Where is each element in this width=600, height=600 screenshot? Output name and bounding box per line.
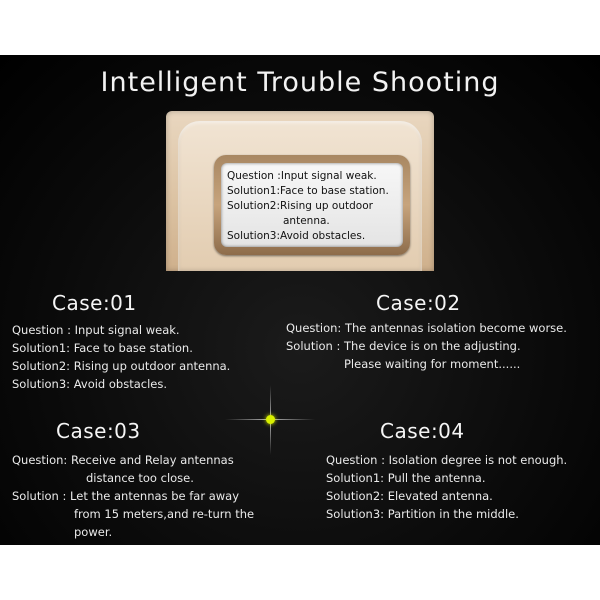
screen-line: Question : Input signal weak. [227, 169, 389, 184]
case-02-title: Case:02 [376, 291, 461, 315]
case-line: Solution2: Rising up outdoor antenna. [12, 359, 231, 373]
case-line: from 15 meters,and re-turn the [74, 507, 255, 521]
case-01-text: Question : Input signal weak. Solution1:… [12, 321, 230, 393]
case-line: Question : Isolation degree is not enoug… [326, 453, 568, 467]
screen-line-label: Solution2: [227, 200, 280, 212]
case-line: Question : Input signal weak. [12, 323, 180, 337]
screen-line-label: Question : [227, 170, 281, 182]
case-line: Solution : Let the antennas be far away [12, 489, 240, 503]
screen-line: Solution3: Avoid obstacles. [227, 229, 389, 244]
screen-line-text: Rising up outdoor [280, 200, 373, 212]
case-line: Solution1: Face to base station. [12, 341, 193, 355]
case-line: Solution3: Partition in the middle. [326, 507, 519, 521]
page-title: Intelligent Trouble Shooting [100, 67, 500, 98]
case-04-title: Case:04 [380, 419, 465, 443]
case-line: Solution : The device is on the adjustin… [286, 339, 521, 353]
case-line: power. [74, 525, 113, 539]
device-screen: Question : Input signal weak. Solution1:… [221, 163, 403, 247]
screen-line: antenna. [227, 214, 389, 229]
device-illustration: Question : Input signal weak. Solution1:… [166, 111, 434, 271]
device-screen-text: Question : Input signal weak. Solution1:… [227, 169, 389, 244]
screen-line: Solution2: Rising up outdoor [227, 199, 389, 214]
device-body: Question : Input signal weak. Solution1:… [178, 121, 422, 271]
screen-line: Solution1: Face to base station. [227, 184, 389, 199]
case-line: Question: The antennas isolation become … [286, 321, 567, 335]
trouble-shooting-panel: Intelligent Trouble Shooting Question : … [0, 55, 600, 545]
case-line: Please waiting for moment...... [344, 357, 521, 371]
crosshair-center-dot [266, 415, 275, 424]
device-screen-bezel: Question : Input signal weak. Solution1:… [214, 155, 410, 255]
case-04-text: Question : Isolation degree is not enoug… [326, 451, 567, 523]
case-line: Solution2: Elevated antenna. [326, 489, 493, 503]
case-03-title: Case:03 [56, 419, 141, 443]
screen-line-text: Avoid obstacles. [280, 230, 366, 242]
case-line: Solution3: Avoid obstacles. [12, 377, 168, 391]
case-01-title: Case:01 [52, 291, 137, 315]
case-line: distance too close. [86, 471, 194, 485]
case-line: Solution1: Pull the antenna. [326, 471, 486, 485]
case-line: Question: Receive and Relay antennas [12, 453, 234, 467]
screen-line-text: Face to base station. [280, 185, 389, 197]
screen-line-label: Solution1: [227, 185, 280, 197]
screen-line-text: Input signal weak. [280, 170, 377, 182]
case-02-text: Question: The antennas isolation become … [286, 319, 567, 373]
screen-line-label: Solution3: [227, 230, 280, 242]
screen-line-text: antenna. [283, 215, 330, 227]
case-03-text: Question: Receive and Relay antennas dis… [12, 451, 254, 541]
